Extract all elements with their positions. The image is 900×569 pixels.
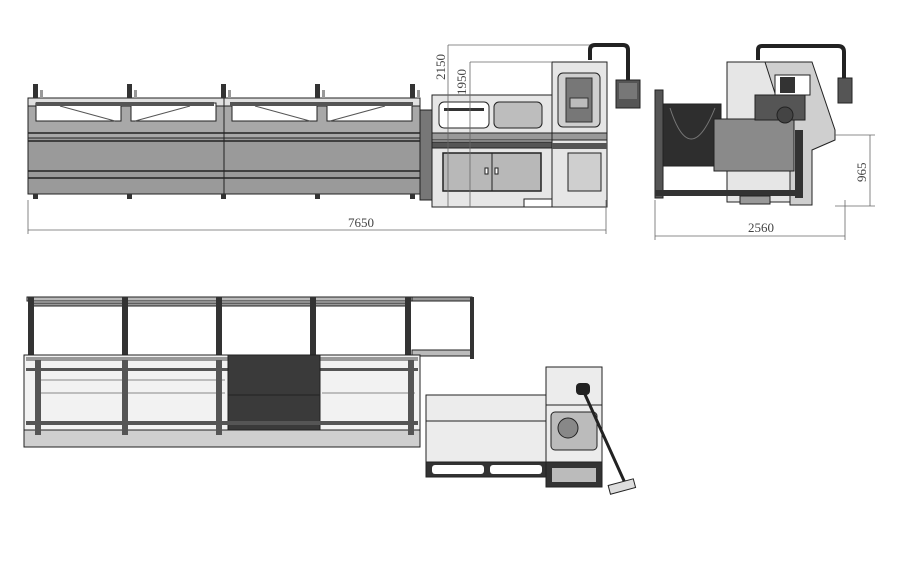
saw-machine-front [419,43,641,208]
dim-overall-length: 7650 [348,215,374,230]
dimension-lines-front [27,44,607,234]
dim-cabin-height: 1950 [454,69,469,95]
dim-work-height: 965 [854,163,869,183]
bar-loader-front [27,84,421,199]
top-view [23,296,637,495]
side-view: 2560 965 [654,44,875,240]
front-view: 7650 2150 1950 [27,43,641,234]
dim-overall-width: 2560 [748,220,774,235]
dim-overall-height: 2150 [433,54,448,80]
